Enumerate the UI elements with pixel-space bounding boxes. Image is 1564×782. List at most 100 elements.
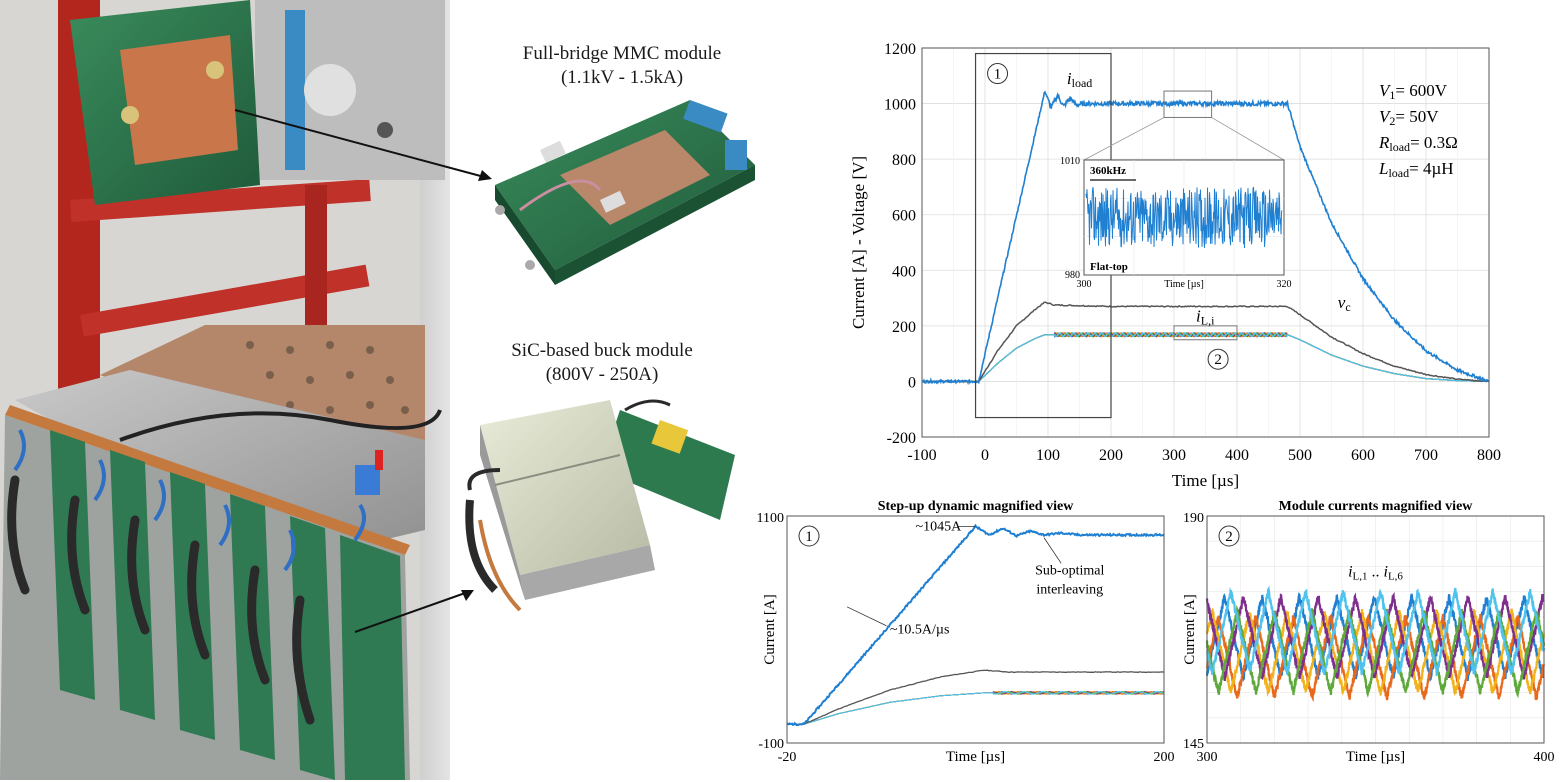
flat-top-zoom-box [1163, 90, 1213, 118]
module-label-separator: .. [1368, 564, 1384, 581]
main-series-iload [921, 90, 1490, 386]
arrow-head-mmc [478, 170, 492, 181]
mmc-module-rating: (1.1kV - 1.5kA) [560, 67, 684, 88]
marker-2-circle [1207, 348, 1229, 370]
series-label-i-l-sub: L,i [1201, 314, 1215, 328]
module-tick-label: 300 [1197, 750, 1218, 765]
main-x-tick-label: 200 [1099, 447, 1123, 464]
inset-noise-trace [1085, 186, 1283, 249]
arrow-head-buck [461, 590, 474, 601]
series-label-i-load: iload [1067, 69, 1092, 90]
module-label-sub1: L,1 [1353, 571, 1368, 583]
param-v2-value: = 50V [1395, 107, 1439, 126]
param-v1-value: = 600V [1395, 81, 1447, 100]
interleaving-annotation-leader [1043, 537, 1062, 564]
slope-annotation-leader [846, 606, 887, 627]
main-series-module-current [922, 331, 1489, 382]
step-up-y-axis-label: Current [A] [762, 594, 778, 664]
module-label-i6: i [1384, 564, 1388, 581]
module-current-trace [1205, 612, 1546, 703]
marker-1-label: 1 [994, 67, 1002, 83]
step-series-iload [786, 523, 1165, 727]
module-currents-series-label: iL,1 .. iL,6 [1348, 564, 1403, 583]
hardware-photo [0, 0, 755, 780]
main-series-group [921, 90, 1490, 386]
param-lload-sub: load [1388, 166, 1409, 180]
buck-module-title: SiC-based buck module [511, 340, 693, 361]
param-rload-main: R [1378, 133, 1390, 152]
param-rload-sub: load [1389, 140, 1410, 154]
param-v1-main: V [1379, 81, 1392, 100]
module-currents-y-axis-label: Current [A] [1182, 594, 1198, 664]
slope-annotation: ~10.5A/µs [890, 622, 950, 637]
series-label-i-load-main: i [1067, 69, 1072, 88]
main-x-tick-label: 600 [1351, 447, 1375, 464]
step-up-marker-circle [798, 525, 820, 547]
main-y-tick-label: 200 [892, 319, 916, 336]
step-series-module-current [787, 691, 1165, 725]
control-cable [119, 409, 442, 442]
main-x-axis-label: Time [µs] [1172, 471, 1239, 490]
inset-frequency-label: 360kHz [1090, 165, 1126, 177]
param-rload: Rload= 0.3Ω [1378, 133, 1458, 154]
module-currents-x-axis-label: Time [µs] [1346, 749, 1405, 765]
module-currents-grid [1207, 516, 1544, 743]
sic-buck-module-isolated [465, 399, 735, 612]
mmc-module-title: Full-bridge MMC module [522, 43, 722, 64]
module-tick-label: 400 [1534, 750, 1555, 765]
step-up-chart: Step-up dynamic magnified view 1100-100-… [757, 499, 1175, 765]
param-v2-main: V [1379, 107, 1392, 126]
blue-wires [13, 429, 366, 572]
buck-module-caption: SiC-based buck module (800V - 250A) [452, 339, 752, 387]
step-tick-label: -20 [778, 750, 797, 765]
module-label-sub6: L,6 [1388, 571, 1403, 583]
main-y-axis-label: Current [A] - Voltage [V] [849, 156, 868, 329]
module-currents-chart: Module currents magnified view 190 145300… [1182, 499, 1555, 765]
copper-busbar [5, 405, 410, 555]
module-label-i1: i [1348, 564, 1352, 581]
circuit-parameters: V1= 600V V2= 50V Rload= 0.3Ω Lload= 4µH [1378, 81, 1458, 180]
peak-current-annotation: ~1045A [916, 519, 963, 534]
main-y-tick-label: -200 [887, 430, 916, 447]
main-x-tick-label: 400 [1225, 447, 1249, 464]
module-currents-plot-frame [1206, 515, 1545, 744]
main-y-tick-label: 1000 [884, 97, 916, 114]
param-v1: V1= 600V [1379, 81, 1448, 102]
param-rload-value: = 0.3Ω [1410, 133, 1458, 152]
step-tick-label: -100 [758, 737, 784, 752]
mmc-module-caption: Full-bridge MMC module (1.1kV - 1.5kA) [472, 42, 772, 90]
main-y-tick-label: 800 [892, 152, 916, 169]
module-currents-region-box [1173, 325, 1238, 341]
zoom-connector-left [1083, 117, 1165, 161]
step-series-module-current [787, 691, 1165, 725]
param-v2-sub: 2 [1389, 114, 1395, 128]
heatsink-pins [246, 341, 409, 414]
main-y-tick-label: 600 [892, 208, 916, 225]
interleaving-annotation-line2: interleaving [1036, 583, 1103, 598]
module-currents-marker-circle [1218, 525, 1240, 547]
main-y-tick-label: 1200 [884, 41, 916, 58]
inset-tick-label: 1010 [1060, 156, 1080, 167]
main-x-tick-label: 500 [1288, 447, 1312, 464]
marker-2-label: 2 [1214, 352, 1222, 368]
module-tick-label: 145 [1183, 737, 1204, 752]
main-plot-frame [921, 47, 1490, 438]
main-x-tick-label: 800 [1477, 447, 1501, 464]
main-x-tick-label: 0 [981, 447, 989, 464]
inset-tick-label: 980 [1065, 270, 1080, 281]
pointer-arrows [234, 109, 489, 633]
param-lload-value: = 4µH [1409, 159, 1453, 178]
module-current-trace [1205, 585, 1546, 677]
main-x-tick-label: 700 [1414, 447, 1438, 464]
inset-tick-label: 320 [1277, 279, 1292, 290]
module-currents-chart-title: Module currents magnified view [1279, 499, 1474, 514]
inset-flat-top-label: Flat-top [1090, 261, 1128, 273]
param-v1-sub: 1 [1389, 88, 1395, 102]
step-up-marker-label: 1 [805, 529, 813, 545]
inset-x-axis-label: Time [µs] [1164, 279, 1204, 290]
module-tick-label: 190 [1183, 511, 1204, 526]
main-x-tick-label: 100 [1036, 447, 1060, 464]
